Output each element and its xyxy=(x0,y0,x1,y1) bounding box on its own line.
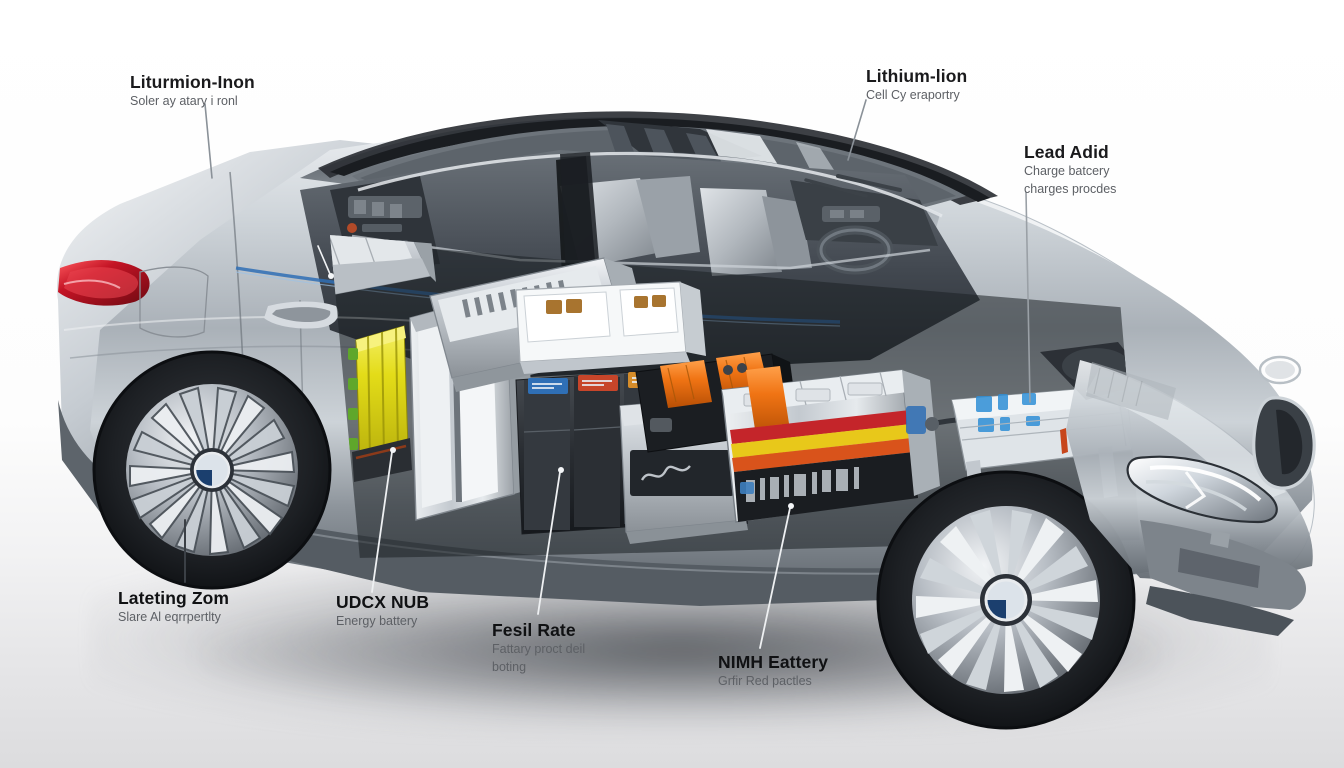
callout-subtitle: Grfir Red pactles xyxy=(718,674,812,689)
rear-trim-vent xyxy=(348,196,422,218)
callout-lead-acid: Lead Adid Charge batcery charges procdes xyxy=(1024,142,1116,197)
callout-lasting-zoom: Lateting Zom Slare Al eqrrpertlty xyxy=(118,588,229,626)
label-stripe-yellow xyxy=(731,424,913,458)
front-wheel xyxy=(876,470,1136,730)
callout-title: Lead Adid xyxy=(1024,142,1109,162)
pack-white-plate xyxy=(515,281,706,374)
lead-acid-strap xyxy=(746,366,790,436)
callout-subtitle: Cell Cy eraportry xyxy=(866,88,960,103)
rocker-sill xyxy=(250,516,1010,606)
leader-lines xyxy=(184,99,1031,649)
bmw-roundel-bonnet xyxy=(1258,355,1302,385)
leader-lithium-rear-tip xyxy=(317,245,331,275)
label-stripe-orange xyxy=(732,438,914,472)
leader-nimh xyxy=(759,507,791,649)
rear-wheel xyxy=(92,350,332,590)
callout-nimh-battery: NIMH Eattery Grfir Red pactles xyxy=(718,652,828,690)
callout-subtitle: Charge batcery xyxy=(1024,164,1110,179)
callout-lithium-ion-roof: Lithium-lion Cell Cy eraportry xyxy=(866,66,967,104)
orange-strap-a xyxy=(660,360,712,408)
pack-yellow xyxy=(348,325,412,482)
front-end xyxy=(1066,355,1316,636)
callout-title: Fesil Rate xyxy=(492,620,576,640)
leader-lead-acid xyxy=(1025,191,1031,403)
callout-title: UDCX NUB xyxy=(336,592,430,612)
callout-subtitle-2: boting xyxy=(492,659,527,674)
callout-lithium-ion-rear: Liturmion-Inon Soler ay atary i ronl xyxy=(130,72,255,110)
callout-fesil-rate: Fesil Rate Fattary proct deil boting xyxy=(492,620,585,675)
callout-udcx-nub: UDCX NUB Energy battery xyxy=(336,592,429,630)
leader-lithium-roof xyxy=(847,99,867,161)
battery-bay xyxy=(330,235,1140,558)
leader-lithium-rear xyxy=(204,103,213,179)
leader-fesil xyxy=(537,471,561,615)
rim-spokes xyxy=(129,386,296,556)
pack-lead-acid xyxy=(721,366,940,523)
callout-title: Lithium-lion xyxy=(866,66,968,86)
label-stripe-red xyxy=(730,410,912,444)
callout-title: Liturmion-Inon xyxy=(130,72,255,92)
brick-label xyxy=(630,450,734,496)
leader-udcx xyxy=(371,451,393,593)
callout-title: NIMH Eattery xyxy=(718,652,829,672)
callout-subtitle: Fattary proct deil xyxy=(492,642,586,657)
fuel-flap xyxy=(139,266,209,338)
callout-subtitle: Energy battery xyxy=(336,614,418,629)
front-ghost-internals xyxy=(1086,362,1176,420)
callout-subtitle-2: charges procdes xyxy=(1024,181,1117,196)
front-seat xyxy=(700,188,782,276)
callout-subtitle: Slare Al eqrrpertlty xyxy=(118,610,221,625)
callout-title: Lateting Zom xyxy=(118,588,230,608)
callout-subtitle: Soler ay atary i ronl xyxy=(130,94,238,109)
